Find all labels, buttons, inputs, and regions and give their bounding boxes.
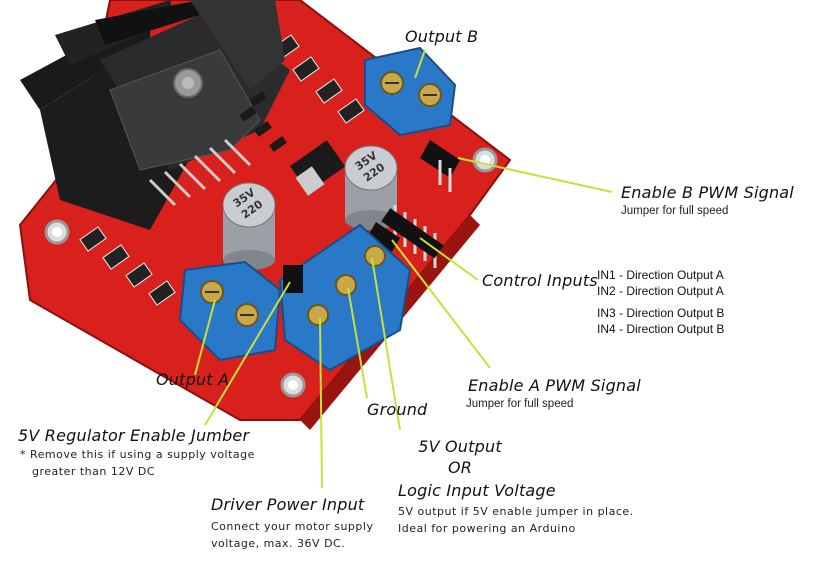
mounting-hole	[288, 380, 298, 390]
enable-b-title: Enable B PWM Signal	[621, 183, 794, 202]
power-terminal-block	[278, 223, 412, 372]
enable-a-title: Enable A PWM Signal	[468, 376, 641, 395]
enable-b-jumper	[420, 140, 460, 192]
output-b-label: Output B	[405, 27, 479, 46]
control-pin-in4: IN4 - Direction Output B	[597, 322, 725, 336]
output-b-terminal	[364, 46, 457, 137]
heatsink	[20, 0, 290, 230]
regulator-jumper-note-2: greater than 12V DC	[32, 465, 156, 478]
smd-resistors	[239, 91, 287, 152]
leader-lines	[194, 49, 613, 489]
regulator-jumper-title: 5V Regulator Enable Jumber	[18, 426, 250, 445]
v5-output-line3: Logic Input Voltage	[398, 481, 556, 500]
enable-a-note: Jumper for full speed	[466, 398, 574, 410]
output-a-label: Output A	[156, 370, 230, 389]
mounting-hole	[52, 227, 62, 237]
control-inputs-title: Control Inputs	[482, 271, 598, 290]
v5-output-line1: 5V Output	[418, 437, 502, 456]
enable-a-jumper	[368, 222, 400, 252]
ground-label: Ground	[367, 400, 428, 419]
driver-power-note-2: voltage, max. 36V DC.	[211, 537, 346, 550]
regulator-chip	[289, 140, 346, 196]
control-pin-in2: IN2 - Direction Output A	[597, 284, 724, 298]
v5-output-note-1: 5V output if 5V enable jumper in place.	[398, 505, 634, 518]
enable-b-note: Jumper for full speed	[621, 205, 729, 217]
diode-row-left	[79, 226, 176, 306]
capacitor-right: 35V 220	[344, 145, 398, 230]
control-pin-in3: IN3 - Direction Output B	[597, 306, 725, 320]
capacitor-left: 35V 220	[222, 182, 276, 270]
driver-power-note-1: Connect your motor supply	[211, 520, 374, 533]
v5-output-note-2: Ideal for powering an Arduino	[398, 522, 576, 535]
driver-power-title: Driver Power Input	[211, 495, 365, 514]
header-base	[381, 208, 444, 259]
v5-output-or: OR	[447, 458, 473, 477]
regulator-jumper-note-1: * Remove this if using a supply voltage	[20, 448, 255, 461]
control-pin-in1: IN1 - Direction Output A	[597, 268, 724, 282]
